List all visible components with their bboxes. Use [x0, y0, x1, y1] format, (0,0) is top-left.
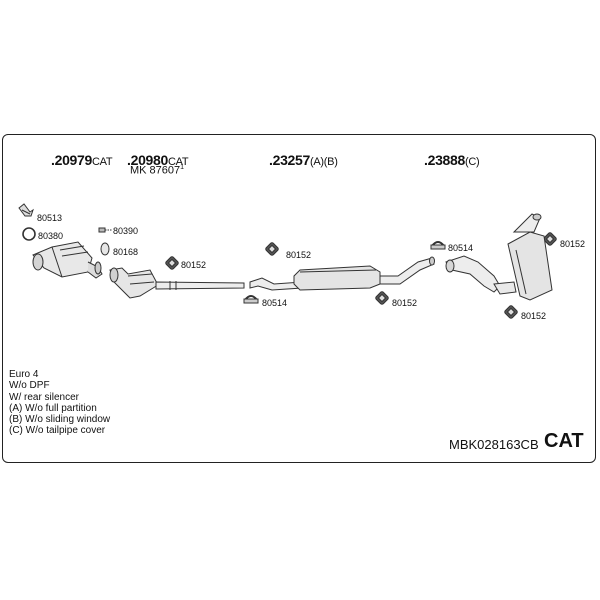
part-number-20980: .20980CAT [127, 152, 189, 168]
note-line: W/o DPF [9, 380, 50, 392]
label-80514-b: 80514 [448, 243, 474, 253]
note-line: W/ rear silencer [9, 391, 80, 403]
hanger-80152-icon [504, 305, 518, 319]
hanger-80152-icon [375, 291, 389, 305]
label-80380: 80380 [38, 231, 64, 241]
second-catalytic-converter-icon [109, 267, 245, 299]
rear-silencer-icon [445, 213, 553, 301]
label-80514-a: 80514 [262, 298, 288, 308]
label-80152-e: 80152 [521, 311, 547, 321]
bolt-80390-icon [98, 227, 112, 233]
label-80513: 80513 [37, 213, 63, 223]
diagram-frame [2, 134, 596, 463]
front-catalytic-converter-icon [32, 241, 103, 279]
clamp-80514-icon [430, 241, 446, 250]
note-line: (B) W/o sliding window [9, 414, 111, 426]
mk-reference: MK 876071 [130, 164, 185, 177]
part-number-23257: .23257(A)(B) [269, 152, 338, 168]
notes-block: Euro 4 W/o DPF W/ rear silencer (A) W/o … [9, 369, 110, 437]
part-number-23888: .23888(C) [424, 152, 480, 168]
label-80390: 80390 [113, 226, 139, 236]
bracket-80513-icon [18, 203, 34, 217]
joint-flange-icon [94, 261, 102, 275]
hanger-80152-icon [265, 242, 279, 256]
label-80152-b: 80152 [286, 250, 312, 260]
part-number-20979: .20979CAT [51, 152, 113, 168]
hanger-80152-icon [543, 232, 557, 246]
middle-silencer-icon [249, 256, 435, 291]
gasket-80380-icon [22, 227, 36, 241]
label-80168: 80168 [113, 247, 139, 257]
label-80152-a: 80152 [181, 260, 207, 270]
note-line: (C) W/o tailpipe cover [9, 425, 106, 437]
clamp-80514-icon [243, 295, 259, 304]
note-line: (A) W/o full partition [9, 402, 97, 414]
note-line: Euro 4 [9, 369, 39, 380]
label-80152-d: 80152 [560, 239, 586, 249]
hanger-80152-icon [165, 256, 179, 270]
kit-code: MBK028163CB [449, 437, 539, 452]
gasket-80168-icon [100, 242, 110, 256]
label-80152-c: 80152 [392, 298, 418, 308]
cat-badge: CAT [544, 430, 584, 452]
